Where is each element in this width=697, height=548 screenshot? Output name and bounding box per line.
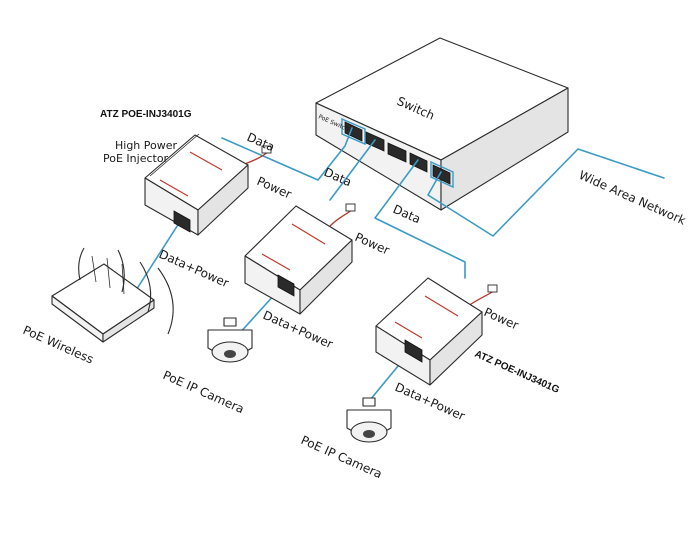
cable-switch-injector-3	[374, 159, 466, 279]
power-label-3: Power	[482, 305, 521, 333]
poe-injector-2	[244, 205, 353, 315]
power-label-1: Power	[255, 174, 294, 202]
cable-injector-1-ap	[130, 219, 182, 299]
antenna-icon	[106, 257, 111, 289]
injector-model-label-2: ATZ POE-INJ3401G	[473, 349, 561, 396]
dome-camera-1	[207, 317, 253, 363]
wan-label: Wide Area Network	[577, 168, 688, 228]
data-label-3: Data	[391, 202, 423, 226]
wifi-wave-icon	[117, 249, 125, 293]
data-label-2: Data	[322, 165, 354, 189]
antenna-icon	[121, 263, 125, 295]
plug-icon	[345, 203, 356, 212]
data-power-label-2: Data+Power	[261, 308, 335, 351]
poe-injector-1	[144, 133, 249, 236]
wifi-wave-icon	[139, 261, 152, 313]
cable-switch-injector-1	[221, 127, 353, 181]
network-switch: PoE Switch Switch	[315, 37, 569, 211]
poe-wireless-label: PoE Wireless	[21, 323, 96, 367]
data-power-label-3: Data+Power	[393, 380, 467, 423]
dome-camera-2	[346, 397, 392, 443]
plug-icon	[487, 284, 498, 293]
poe-injector-3	[375, 277, 483, 386]
plug-icon	[261, 145, 272, 154]
injector-desc-line2: PoE Injector	[103, 152, 169, 165]
power-label-2: Power	[353, 230, 392, 258]
antenna-icon	[91, 255, 97, 283]
wifi-wave-icon	[157, 267, 174, 335]
cable-switch-injector-2	[329, 139, 376, 201]
injector-desc-line1: High Power	[115, 139, 178, 152]
switch-ports	[341, 117, 454, 189]
injector-model-label-1: ATZ POE-INJ3401G	[100, 109, 192, 120]
wifi-wave-icon	[78, 247, 85, 281]
wireless-access-point	[51, 247, 174, 343]
poe-camera-label-1: PoE IP Camera	[161, 368, 246, 416]
cable-wan	[427, 148, 665, 237]
